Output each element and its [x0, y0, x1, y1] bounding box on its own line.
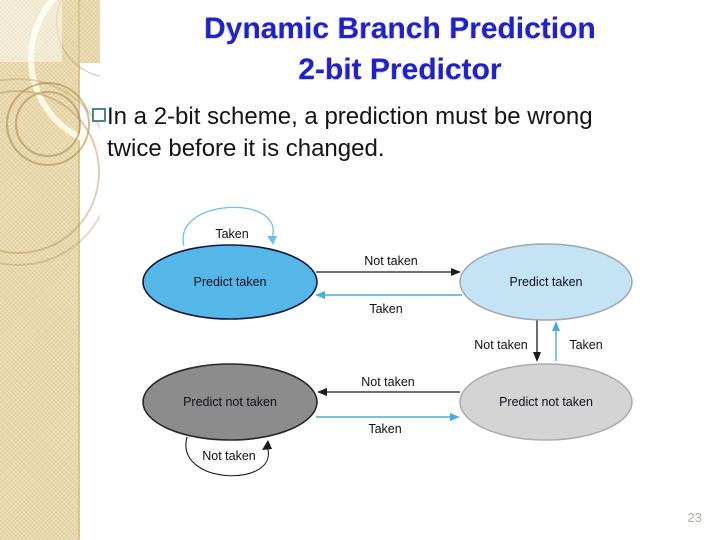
left-decoration-band	[0, 0, 100, 540]
transition-label: Not taken	[364, 254, 418, 268]
bullet-item: In a 2-bit scheme, a prediction must be …	[92, 101, 704, 165]
bullet-square-icon	[92, 108, 106, 122]
arrowhead-br-to-tr	[552, 321, 560, 331]
transition-label: Not taken	[474, 338, 528, 352]
bullet-text-line2: twice before it is changed.	[107, 135, 385, 162]
arrowhead-tr-to-br	[533, 352, 541, 362]
state-label: Predict taken	[194, 275, 267, 289]
transition-label: Taken	[369, 302, 402, 316]
transition-label: Taken	[368, 422, 401, 436]
edge-tl-self-loop	[182, 206, 274, 247]
state-predict-not-taken-strong	[142, 363, 318, 441]
slide-title-line1: Dynamic Branch Prediction	[204, 12, 596, 45]
transition-label: Not taken	[361, 375, 415, 389]
transition-label: Taken	[215, 227, 248, 241]
arrowhead-tr-to-tl	[315, 291, 325, 299]
bullet-text-line1: In a 2-bit scheme, a prediction must be …	[107, 103, 593, 130]
state-predict-not-taken-weak	[459, 363, 633, 441]
slide-title-line2: 2-bit Predictor	[298, 53, 502, 86]
state-label: Predict taken	[510, 275, 583, 289]
arrowhead-bl-self-loop	[262, 440, 272, 450]
edge-bl-self-loop	[185, 436, 269, 477]
state-predict-taken-weak	[459, 243, 633, 321]
transition-label: Not taken	[202, 449, 256, 463]
state-label: Predict not taken	[183, 395, 277, 409]
arrowhead-tl-self-loop	[267, 236, 277, 245]
state-predict-taken-strong	[142, 244, 318, 320]
corner-highlight-square	[0, 0, 62, 62]
transition-label: Taken	[569, 338, 602, 352]
bullet-text: In a 2-bit scheme, a prediction must be …	[107, 101, 593, 165]
arrowhead-br-to-bl	[317, 388, 327, 396]
page-number: 23	[687, 510, 702, 525]
state-label: Predict not taken	[499, 395, 593, 409]
slide-title: Dynamic Branch Prediction 2-bit Predicto…	[88, 8, 712, 90]
arrowhead-tl-to-tr	[451, 268, 461, 276]
arrowhead-bl-to-br	[450, 413, 460, 421]
